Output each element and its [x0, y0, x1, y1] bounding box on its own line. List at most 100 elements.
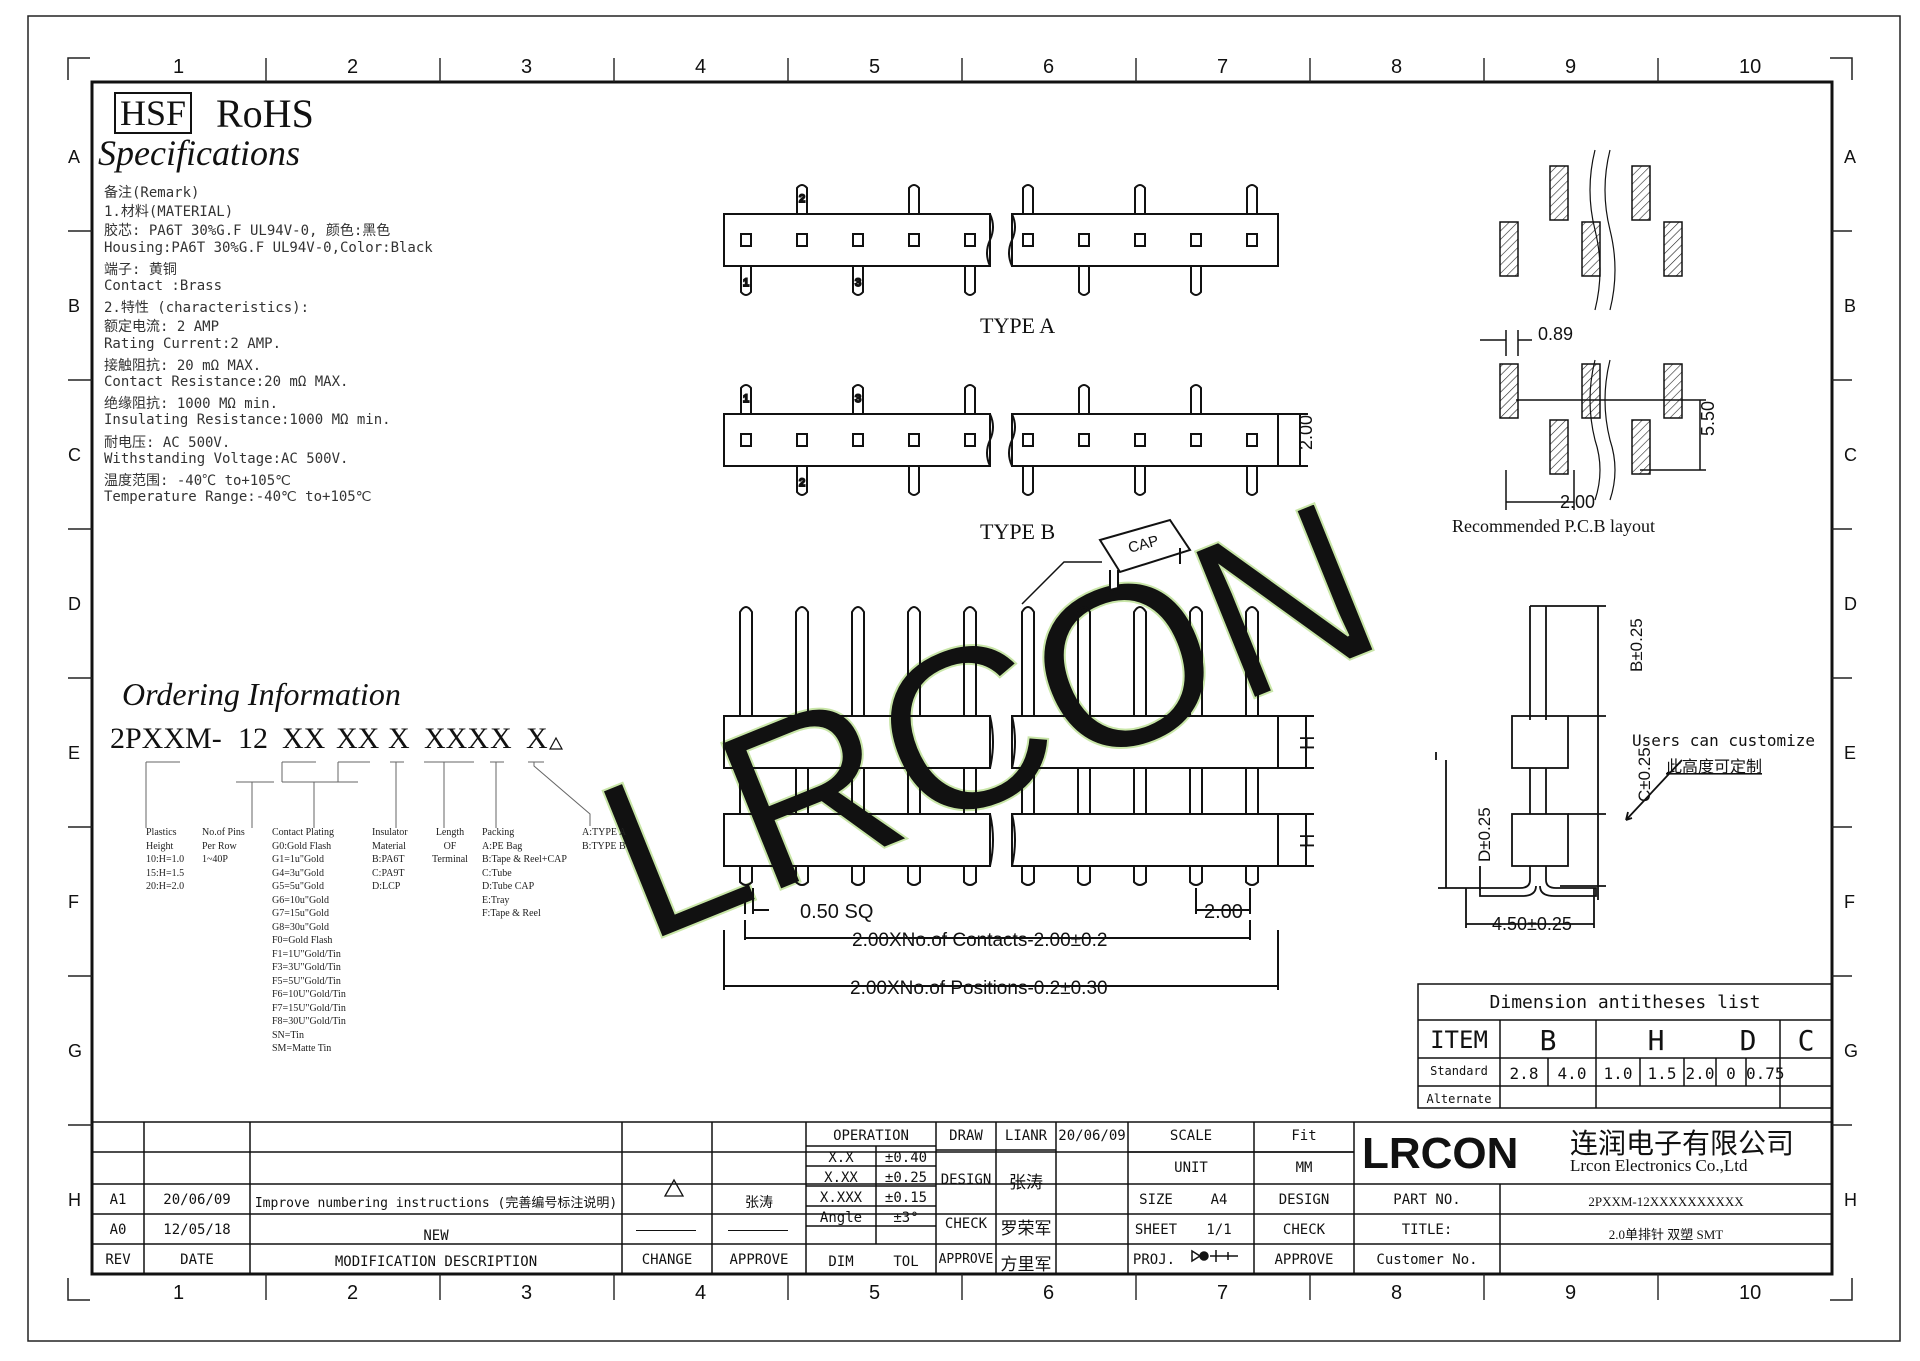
zone-number: 6 — [1043, 1282, 1055, 1304]
note-type: A:TYPE A B:TYPE B — [582, 827, 627, 852]
pin-mid — [1077, 768, 1091, 814]
zone-letter: B — [1844, 295, 1857, 316]
dim-c-tolerance: C±0.25 — [1635, 747, 1654, 802]
zone-letter: H — [68, 1189, 81, 1210]
note-length: Length OF Terminal — [432, 827, 468, 865]
order-code-segment: XX — [336, 722, 380, 755]
pin-up — [1078, 384, 1090, 414]
tol-value-cell: ±0.25 — [884, 1170, 928, 1186]
pin-up — [1134, 184, 1146, 214]
pin-down — [908, 466, 920, 496]
zone-letter: E — [68, 742, 81, 763]
pin-shaft — [1077, 606, 1091, 716]
pin-up — [740, 384, 752, 414]
dim-pitch: 2.00 — [1204, 901, 1243, 923]
dim-table-item: ITEM — [1430, 1026, 1488, 1054]
pin-down — [1134, 466, 1146, 496]
pin-foot — [1077, 866, 1091, 886]
pin-mid — [1133, 768, 1147, 814]
zone-letter: G — [1844, 1040, 1859, 1061]
pin-number-label: 3 — [855, 393, 861, 405]
dim-b-val-1: 2.8 — [1509, 1064, 1539, 1083]
spec-line: Rating Current:2 AMP. — [104, 335, 282, 352]
note-pins: No.of Pins Per Row 1~40P — [202, 827, 245, 865]
rev-a1-approve: 张涛 — [745, 1195, 773, 1211]
zone-letter: F — [1844, 891, 1855, 912]
order-code-segment: X — [388, 722, 410, 755]
spec-line: 绝缘阻抗: 1000 MΩ min. — [104, 396, 279, 413]
pin-square — [796, 433, 808, 447]
rohs-mark: RoHS — [216, 91, 314, 136]
approve-label: APPROVE — [938, 1252, 994, 1267]
dim-5-50: 5.50 — [1698, 401, 1718, 436]
zone-number: 10 — [1739, 1282, 1762, 1304]
pin-mid — [851, 768, 865, 814]
zone-number: 3 — [521, 1282, 533, 1304]
part-no-value: 2PXXM-12XXXXXXXXXX — [1588, 1194, 1744, 1209]
tol-value-cell: ±3° — [893, 1210, 919, 1226]
company-name-en: Lrcon Electronics Co.,Ltd — [1570, 1156, 1748, 1175]
pin-up — [796, 184, 808, 214]
draw-date: 20/06/09 — [1058, 1128, 1126, 1144]
dim-b-val-2: 4.0 — [1557, 1064, 1587, 1083]
zone-number: 8 — [1391, 1282, 1403, 1304]
pin-mid — [1245, 768, 1259, 814]
pcb-pad — [1549, 165, 1569, 221]
pin-down — [796, 466, 808, 496]
pin-mid — [1021, 768, 1035, 814]
zone-letter: G — [68, 1040, 83, 1061]
spec-line: Withstanding Voltage:AC 500V. — [104, 450, 349, 467]
pin-square — [1022, 433, 1034, 447]
spec-line: 接触阻抗: 20 mΩ MAX. — [104, 357, 262, 374]
spec-line: 胶芯: PA6T 30%G.F UL94V-0, 颜色:黑色 — [104, 223, 391, 240]
dim-h-val-1: 1.0 — [1603, 1064, 1633, 1083]
dim-d-val: 0 — [1726, 1064, 1736, 1083]
sheet-value: 1/1 — [1206, 1222, 1232, 1238]
rev-a1-date: 20/06/09 — [163, 1192, 231, 1208]
zone-number: 2 — [347, 1282, 359, 1304]
pin-mid — [963, 768, 977, 814]
zone-number: 3 — [521, 56, 533, 78]
pin-shaft — [1245, 606, 1259, 716]
note-packing: Packing A:PE Bag B:Tape & Reel+CAP C:Tub… — [482, 827, 567, 919]
tol-dim-cell: Angle — [819, 1210, 863, 1226]
zone-number: 6 — [1043, 56, 1055, 78]
pin-number-label: 2 — [799, 193, 805, 205]
spec-line: 1.材料(MATERIAL) — [104, 204, 234, 221]
pin-foot — [739, 866, 753, 886]
tol-dim-cell: X.XX — [824, 1170, 858, 1186]
zone-number: 5 — [869, 1282, 881, 1304]
pcb-pad — [1631, 419, 1651, 475]
col-approve: APPROVE — [729, 1252, 789, 1268]
pin-shaft — [795, 606, 809, 716]
pin-down — [852, 266, 864, 296]
pin-foot — [1021, 866, 1035, 886]
pin-square — [740, 433, 752, 447]
tol-dim-cell: X.XXX — [819, 1190, 863, 1206]
rev-a0: A0 — [109, 1222, 127, 1238]
dim-row-alternate-label: Alternate — [1426, 1092, 1492, 1106]
dim-label: DIM — [828, 1254, 854, 1270]
pin-square — [1134, 233, 1146, 247]
projection-symbol-icon — [1191, 1249, 1238, 1263]
scale-value: Fit — [1291, 1128, 1317, 1144]
pin-shaft — [907, 606, 921, 716]
tol-value-cell: ±0.15 — [884, 1190, 928, 1206]
pcb-layout-label: Recommended P.C.B layout — [1452, 516, 1655, 536]
dim-2-00-side: 2.00 — [1296, 415, 1316, 450]
spec-line: Insulating Resistance:1000 MΩ min. — [104, 412, 391, 429]
pin-mid — [739, 768, 753, 814]
pin-down — [1078, 266, 1090, 296]
dim-table-title: Dimension antitheses list — [1489, 992, 1761, 1013]
pin-foot — [795, 866, 809, 886]
spec-line: Temperature Range:-40℃ to+105℃ — [104, 489, 372, 506]
revision-warning-icon — [663, 1178, 685, 1197]
hsf-mark: HSF — [114, 92, 193, 134]
dim-0-89: 0.89 — [1538, 324, 1573, 344]
operation-label: OPERATION — [833, 1128, 909, 1144]
col-change: CHANGE — [641, 1252, 693, 1268]
pin-square — [1190, 433, 1202, 447]
pin-foot — [1133, 866, 1147, 886]
zone-letter: C — [1844, 444, 1857, 465]
note-height: Plastics Height 10:H=1.0 15:H=1.5 20:H=2… — [146, 827, 185, 892]
